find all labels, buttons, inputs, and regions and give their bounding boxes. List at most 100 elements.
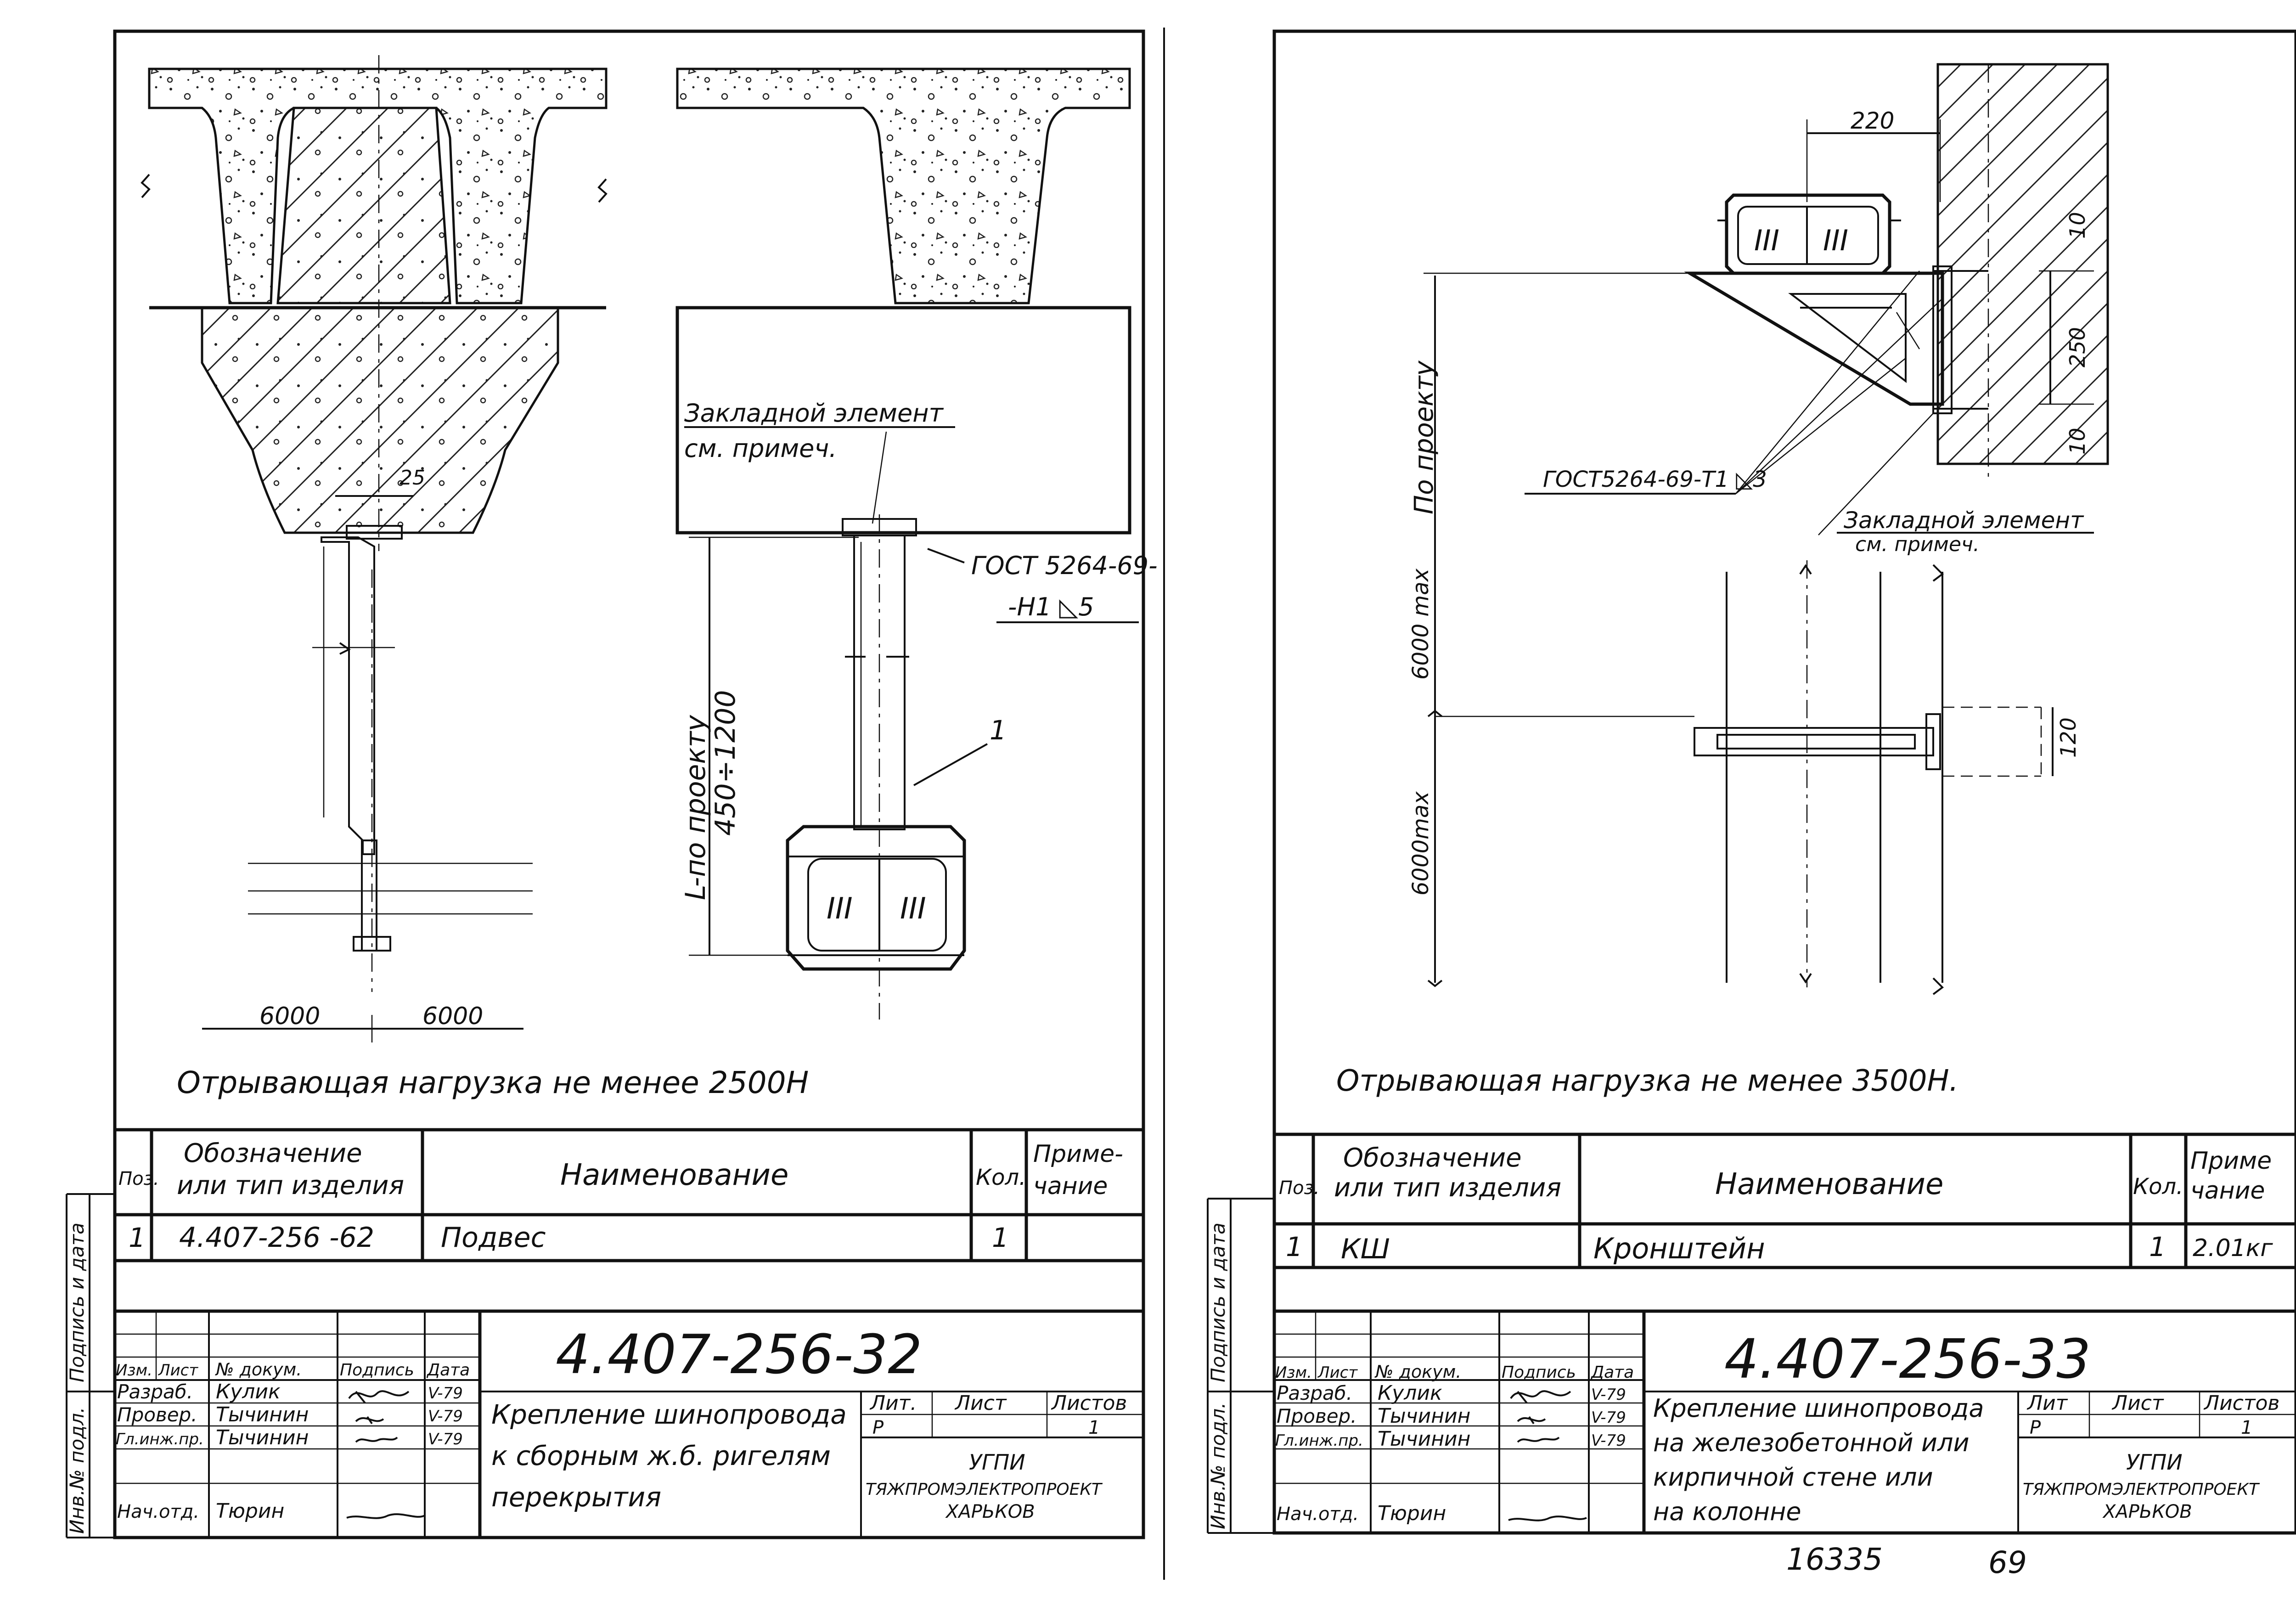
name-tychinin-2-32: Тычинин: [216, 1426, 309, 1449]
org-1-32: УГПИ: [969, 1450, 1025, 1475]
wall-section: [1936, 63, 2109, 465]
hanger-front-view: Закладной элемент см. примеч. ГОСТ 5264-…: [675, 68, 1158, 1020]
title-block-33: 4.407-256-33 Изм. Лист № докум. Подпись …: [1274, 1309, 2296, 1533]
bar-right-32: III: [900, 892, 926, 926]
pos-1-marker: 1: [990, 715, 1007, 746]
bracket-plan: [1694, 727, 1934, 756]
desc-2-32: к сборным ж.б. ригелям: [491, 1440, 831, 1471]
org-1-33: УГПИ: [2126, 1450, 2183, 1475]
sheets-h-32: Листов: [1051, 1392, 1127, 1415]
title-code-33: 4.407-256-33: [1724, 1327, 2091, 1391]
hdr-name-32: Наименование: [560, 1158, 788, 1192]
h-izm-33: Изм.: [1275, 1363, 1312, 1382]
girder-section-view: 25 6000 6000: [141, 55, 608, 1042]
load-note-32: Отрывающая нагрузка не менее 2500Н: [177, 1065, 809, 1100]
side-inv-32: Инв.№ подл.: [66, 1407, 88, 1534]
h-sign-32: Подпись: [340, 1361, 414, 1380]
hdr-note-32-a: Приме-: [1033, 1140, 1123, 1168]
embedded-label-1: Закладной элемент: [684, 399, 944, 428]
h-list-32: Лист: [158, 1361, 198, 1380]
dim-250: 250: [2065, 327, 2090, 367]
h-date-33: Дата: [1590, 1363, 1634, 1382]
org-3-33: ХАРЬКОВ: [2102, 1501, 2192, 1522]
weld-1: ГОСТ 5264-69-: [971, 551, 1158, 580]
embedded-label-2-33: см. примеч.: [1855, 533, 1980, 556]
desc-1-33: Крепление шинопровода: [1653, 1394, 1984, 1423]
dim-6000-left: 6000: [259, 1003, 320, 1030]
bracket-wall-view: III III 220 10 250 10 По проекту ГОСТ526…: [1409, 63, 2109, 983]
busbar-housing-33: [1725, 193, 1891, 275]
side-sign-33: Подпись и дата: [1207, 1223, 1229, 1382]
hdr-desig-33-a: Обозначение: [1343, 1143, 1522, 1173]
hdr-desig-33-b: или тип изделия: [1334, 1173, 1561, 1203]
embedded-label-1-33: Закладной элемент: [1844, 507, 2084, 534]
lit-h-32: Лит.: [869, 1392, 917, 1415]
row-name-32: Подвес: [441, 1222, 546, 1254]
dim-25: 25: [400, 466, 425, 490]
lit-h-33: Лит: [2026, 1392, 2068, 1415]
name-turin-33: Тюрин: [1378, 1502, 1446, 1525]
side-inv-33: Инв.№ подл.: [1207, 1403, 1229, 1529]
org-2-33: ТЯЖПРОМЭЛЕКТРОПРОЕКТ: [2023, 1480, 2260, 1499]
spec-table-32: Поз. Обозначение или тип изделия Наимено…: [115, 1128, 1143, 1262]
l-label: L-по проекту: [680, 714, 712, 900]
hdr-note-33-a: Приме: [2190, 1147, 2272, 1175]
org-2-32: ТЯЖПРОМЭЛЕКТРОПРОЕКТ: [866, 1480, 1103, 1499]
sheet-32-frame: [113, 29, 1145, 1539]
role-glinzh-33: Гл.инж.пр.: [1275, 1431, 1363, 1450]
side-stamp-33: Подпись и дата Инв.№ подл.: [1207, 1198, 1274, 1534]
side-sign-32: Подпись и дата: [66, 1223, 88, 1382]
dim-10-top: 10: [2065, 212, 2090, 239]
role-glinzh-32: Гл.инж.пр.: [116, 1430, 204, 1448]
row-desig-33: КШ: [1341, 1233, 1390, 1265]
hdr-note-32-b: чание: [1033, 1172, 1108, 1200]
role-nachotd-33: Нач.отд.: [1277, 1504, 1359, 1525]
dim-6000max-1: 6000 max: [1408, 568, 1434, 680]
dim-120: 120: [2056, 717, 2081, 758]
footer-page: 69: [1988, 1545, 2027, 1580]
signature-4-33: [1508, 1515, 1587, 1521]
hdr-pos-33: Поз.: [1279, 1177, 1320, 1199]
row-qty-32: 1: [992, 1222, 1009, 1253]
hanger-rod: [321, 536, 375, 855]
row-pos-32: 1: [129, 1222, 146, 1253]
dim-10-bottom: 10: [2065, 428, 2090, 455]
date-r3-32: V-79: [428, 1430, 463, 1448]
side-stamp-32: Подпись и дата Инв.№ подл.: [66, 1193, 115, 1538]
row-qty-33: 1: [2149, 1231, 2166, 1262]
signature-1-32: [348, 1390, 410, 1404]
hanger-plate: [346, 525, 403, 540]
role-razrab-32: Разраб.: [117, 1380, 193, 1403]
name-kulik-32: Кулик: [216, 1380, 281, 1403]
h-doc-32: № докум.: [215, 1359, 302, 1380]
lit-v-32: Р: [872, 1417, 884, 1438]
hdr-qty-32: Кол.: [976, 1165, 1026, 1190]
footer-number: 16335: [1786, 1542, 1883, 1577]
girder-body: [201, 306, 559, 534]
sheet-33: III III 220 10 250 10 По проекту ГОСТ526…: [1207, 29, 2296, 1535]
hdr-pos-32: Поз.: [118, 1168, 159, 1189]
lit-v-33: Р: [2030, 1417, 2041, 1438]
po-proektu: По проекту: [1409, 361, 1439, 514]
embedded-label-2: см. примеч.: [684, 434, 837, 463]
name-tychinin-33: Тычинин: [1378, 1404, 1470, 1428]
signature-2-33: [1517, 1416, 1546, 1425]
sheet-33-frame: [1272, 29, 2296, 1535]
busbar-housing: [786, 825, 966, 971]
weld-2: -Н1 ◺5: [1008, 592, 1094, 621]
girder-right: [675, 306, 1131, 535]
hdr-name-33: Наименование: [1715, 1167, 1943, 1201]
hdr-qty-33: Кол.: [2133, 1174, 2183, 1200]
dim-6000max-2: 6000max: [1408, 791, 1434, 896]
sheet-h-33: Лист: [2111, 1392, 2164, 1415]
h-doc-33: № докум.: [1374, 1362, 1461, 1382]
date-r1-33: V-79: [1591, 1386, 1626, 1404]
dim-6000-right: 6000: [422, 1003, 483, 1030]
hdr-desig-32-a: Обозначение: [184, 1138, 362, 1168]
desc-1-32: Крепление шинопровода: [491, 1399, 847, 1430]
role-nachotd-32: Нач.отд.: [117, 1501, 199, 1522]
l-range: 450÷1200: [709, 690, 742, 836]
slab-right: [676, 68, 1131, 304]
signature-2-32: [355, 1416, 384, 1425]
